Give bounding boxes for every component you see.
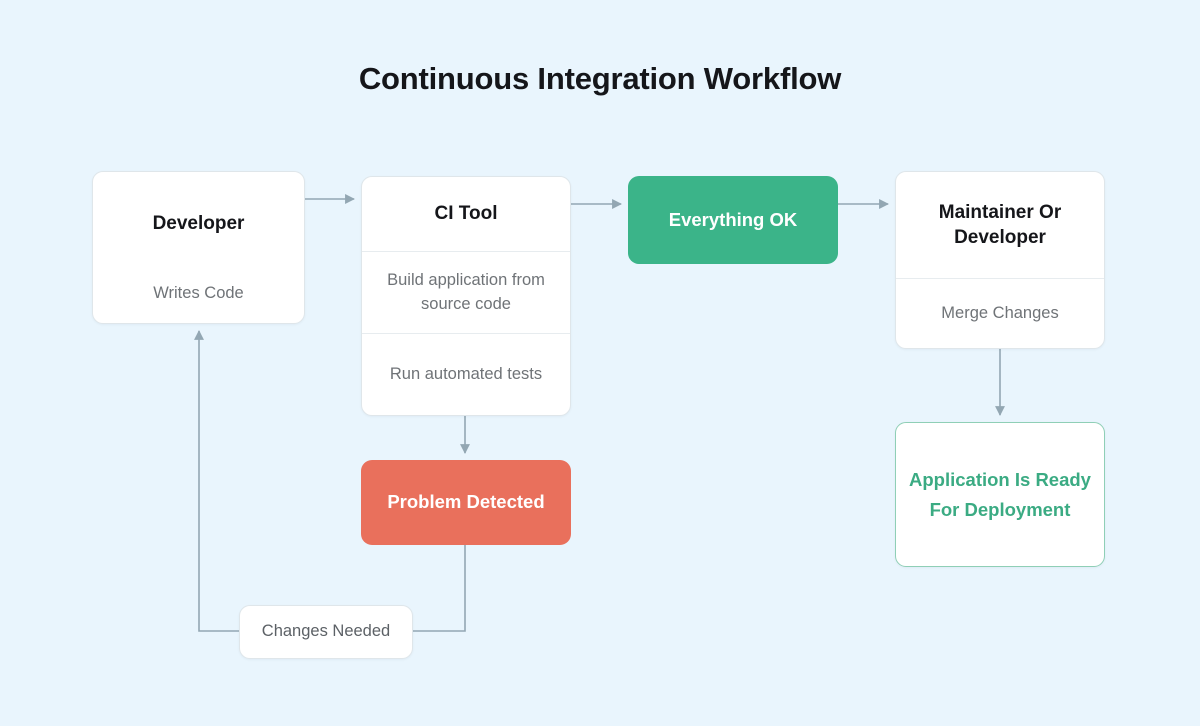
node-developer[interactable]: Developer Writes Code: [92, 171, 305, 324]
node-maintainer-or-developer[interactable]: Maintainer Or Developer Merge Changes: [895, 171, 1105, 349]
node-changes-needed[interactable]: Changes Needed: [239, 605, 413, 659]
node-ci-tool-title: CI Tool: [434, 203, 498, 225]
node-ci-tool-row-0: Build application from source code: [362, 251, 570, 333]
node-everything-ok-title: Everything OK: [668, 208, 798, 230]
node-ci-tool[interactable]: CI Tool Build application from source co…: [361, 176, 571, 416]
edge-changes-needed-to-developer: [194, 330, 239, 632]
node-application-ready[interactable]: Application Is Ready For Deployment: [895, 422, 1105, 567]
node-maintainer-row-0: Merge Changes: [896, 278, 1104, 348]
node-developer-row-0: Writes Code: [153, 283, 244, 302]
page-title: Continuous Integration Workflow: [358, 61, 842, 96]
node-developer-title: Developer: [152, 213, 245, 235]
edge-problem-detected-to-changes-needed: [413, 545, 466, 632]
node-maintainer-title: Maintainer Or Developer: [938, 201, 1062, 248]
node-ci-tool-row-1: Run automated tests: [362, 333, 570, 415]
node-problem-detected-title: Problem Detected: [387, 491, 545, 513]
node-application-ready-title: Application Is Ready For Deployment: [909, 468, 1091, 520]
node-everything-ok[interactable]: Everything OK: [628, 176, 838, 264]
node-changes-needed-title: Changes Needed: [261, 622, 391, 641]
node-problem-detected[interactable]: Problem Detected: [361, 460, 571, 545]
